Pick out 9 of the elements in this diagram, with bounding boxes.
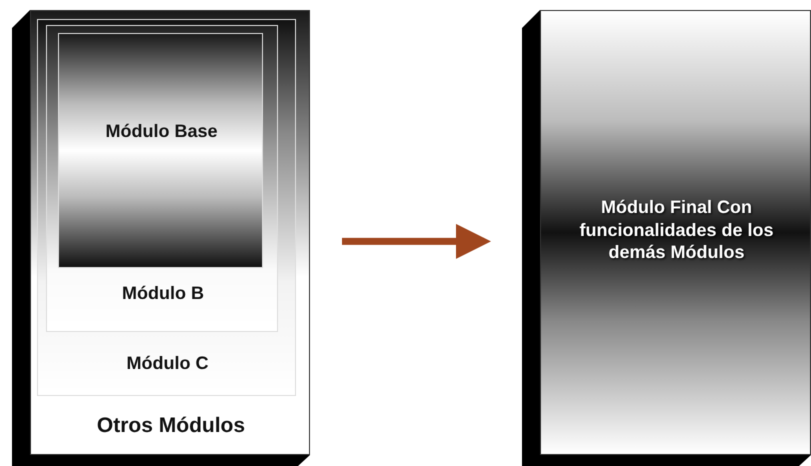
module-box [58,33,263,268]
node-label: Módulo C [126,352,210,374]
arrow [342,224,491,259]
node-label: Otros Módulos [96,413,246,439]
node-label: Módulo B [121,282,205,304]
node-label: Módulo Final Con funcionalidades de los demás Módulos [578,196,775,264]
module-box [37,19,296,396]
module-box [46,25,278,332]
node-label: Módulo Base [104,120,218,142]
